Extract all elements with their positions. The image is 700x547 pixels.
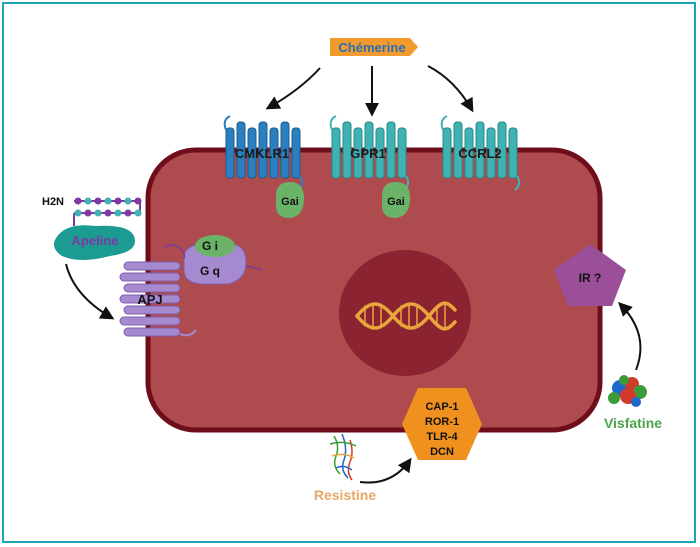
tlr4-label: TLR-4 bbox=[426, 431, 458, 443]
apeline-body bbox=[54, 225, 135, 260]
cap1-label: CAP-1 bbox=[425, 401, 458, 413]
ir-receptor: IR ? bbox=[554, 244, 626, 306]
visfatine-label: Visfatine bbox=[604, 415, 662, 431]
apj-receptor bbox=[119, 261, 197, 337]
arrow-visfatine-ir bbox=[618, 302, 642, 371]
gpr1-receptor bbox=[329, 115, 410, 191]
ir-label: IR ? bbox=[579, 271, 602, 285]
arrow-resistine-hexagon bbox=[359, 457, 412, 484]
cmklr1-receptor bbox=[223, 115, 304, 191]
chemerine-label: Chémerine bbox=[338, 40, 405, 55]
nucleus bbox=[339, 250, 471, 376]
gai-protein-2: Gai bbox=[382, 182, 410, 218]
cmklr1-label: CMKLR1 bbox=[235, 146, 289, 161]
visfatine-protein-icon bbox=[608, 375, 647, 407]
dna-icon bbox=[355, 301, 457, 331]
apeline-label: Apeline bbox=[72, 233, 119, 248]
arrow-chemerine-cmklr1 bbox=[265, 67, 321, 110]
apeline-peptide-chain bbox=[73, 197, 142, 226]
arrow-chemerine-ccrl2 bbox=[427, 65, 474, 113]
h2n-label: H2N bbox=[42, 196, 64, 208]
dcn-label: DCN bbox=[430, 446, 454, 458]
gai-label-1: Gai bbox=[281, 196, 299, 208]
resistin-receptor-hexagon bbox=[402, 388, 482, 460]
apj-label: APJ bbox=[137, 292, 162, 307]
ccrl2-label: CCRL2 bbox=[458, 146, 501, 161]
arrow-apeline-apj bbox=[65, 263, 115, 320]
gi-gq-complex: G i G q bbox=[163, 235, 263, 285]
resistine-label: Resistine bbox=[314, 487, 376, 503]
chemerine-tag: Chémerine bbox=[330, 38, 418, 56]
ror1-label: ROR-1 bbox=[425, 416, 459, 428]
resistine-protein-icon bbox=[329, 433, 357, 481]
gi-label: G i bbox=[202, 239, 218, 253]
gq-label: G q bbox=[200, 264, 220, 278]
gpr1-label: GPR1 bbox=[350, 146, 385, 161]
gai-label-2: Gai bbox=[387, 196, 405, 208]
ccrl2-receptor bbox=[440, 115, 521, 191]
gai-protein-1: Gai bbox=[276, 182, 304, 218]
